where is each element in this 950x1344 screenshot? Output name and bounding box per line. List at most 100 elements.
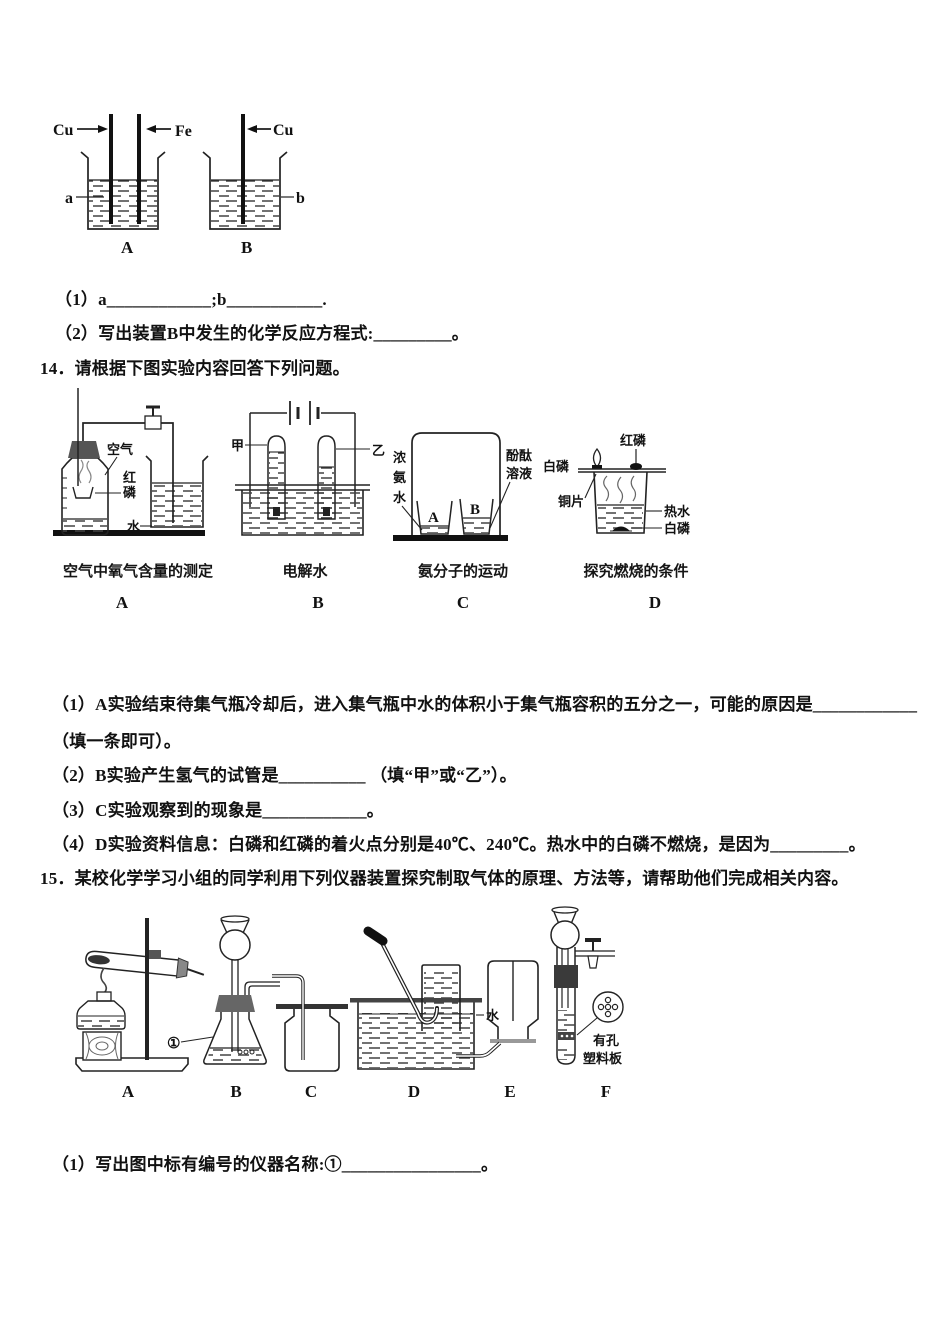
circle-one-label: ① bbox=[167, 1036, 180, 1052]
apparatus-c-letter: C bbox=[304, 1082, 318, 1101]
beaker-a-ammonia: A bbox=[416, 500, 453, 535]
exp-a-diagram: 空气 红 磷 水 bbox=[53, 388, 209, 536]
q14-question-2: （2）B实验产生氢气的试管是__________ （填“甲”或“乙”）。 bbox=[52, 766, 517, 785]
perforated-plate-label: 塑料板 bbox=[583, 1051, 623, 1066]
exp-c-letter: C bbox=[456, 593, 470, 612]
white-phosphorus-lump bbox=[612, 526, 630, 531]
phenolphthalein-label: 酚酞 bbox=[506, 448, 533, 463]
beaker-a bbox=[80, 151, 166, 230]
svg-text:A: A bbox=[428, 510, 439, 526]
conc-ammonia-label: 氨 bbox=[392, 470, 406, 485]
red-phosphorus-lump bbox=[630, 463, 642, 470]
ball-funnel bbox=[219, 915, 251, 961]
solution-a-label: a bbox=[65, 190, 73, 207]
q15-stem: 15．某校化学学习小组的同学利用下列仪器装置探究制取气体的原理、方法等，请帮助他… bbox=[40, 869, 849, 888]
solid-granules bbox=[558, 1010, 575, 1032]
flame-icon bbox=[100, 967, 108, 995]
liquid bbox=[558, 1048, 575, 1060]
apparatus-f: 有孔 塑料板 bbox=[550, 906, 624, 1066]
bottle-lid bbox=[276, 1004, 348, 1009]
arrow-left-icon bbox=[146, 125, 156, 133]
electrode-label-fe: Fe bbox=[175, 123, 192, 140]
arrow-right-icon bbox=[98, 125, 108, 133]
apparatus-d: 水 bbox=[350, 926, 500, 1070]
test-tube-yi bbox=[317, 435, 336, 520]
perforated-plate-label: 有孔 bbox=[593, 1033, 619, 1048]
stand-base bbox=[75, 1057, 189, 1072]
exp-c-caption: 氨分子的运动 bbox=[417, 564, 509, 580]
wood-block bbox=[82, 1031, 122, 1061]
q14-question-1: （1）A实验结束待集气瓶冷却后，进入集气瓶中水的体积小于集气瓶容积的五分之一，可… bbox=[52, 695, 918, 714]
q13-diagram: Cu Fe Cu a b A B bbox=[53, 114, 305, 257]
apparatus-a bbox=[75, 918, 205, 1072]
white-phosphorus-piece bbox=[592, 465, 602, 469]
fe-electrode bbox=[137, 114, 141, 224]
electrode-label-cu-right: Cu bbox=[273, 122, 294, 139]
battery bbox=[250, 401, 355, 425]
electrode-label-cu-left: Cu bbox=[53, 122, 74, 139]
bench-base bbox=[393, 535, 508, 541]
delivery-tube bbox=[244, 981, 280, 995]
flame-icon bbox=[592, 447, 602, 469]
beaker-b-letter: B bbox=[241, 238, 252, 257]
flask-liquid bbox=[207, 1048, 263, 1062]
q13-blank-line-1: （1）a____________;b___________. bbox=[55, 290, 327, 309]
support-shelf bbox=[490, 1039, 536, 1043]
gas-bottle bbox=[61, 457, 109, 536]
copper-sheet-label: 铜片 bbox=[557, 494, 584, 509]
copper-sheet bbox=[578, 468, 666, 473]
apparatus-a-letter: A bbox=[121, 1082, 135, 1101]
erlenmeyer-flask bbox=[203, 1012, 267, 1065]
arrow-left-icon bbox=[247, 125, 257, 133]
q14-question-4: （4）D实验资料信息：白磷和红磷的着火点分别是40℃、240℃。热水中的白磷不燃… bbox=[52, 835, 866, 854]
exp-d-caption: 探究燃烧的条件 bbox=[583, 564, 689, 580]
q13-blank-line-2: （2）写出装置B中发生的化学反应方程式:_________。 bbox=[55, 324, 469, 343]
white-phosphorus-bottom-label: 白磷 bbox=[664, 521, 691, 536]
stopcock bbox=[585, 938, 601, 969]
apparatus-b: ① bbox=[167, 915, 280, 1065]
apparatus-e-letter: E bbox=[504, 1082, 516, 1101]
conc-ammonia-label: 水 bbox=[393, 490, 407, 505]
q14-question-1b: （填一条即可）。 bbox=[52, 732, 182, 751]
perforated-plate bbox=[558, 1032, 575, 1040]
test-tube-horizontal bbox=[85, 950, 205, 979]
rubber-stopper bbox=[554, 965, 578, 988]
q14-stem: 14．请根据下图实验内容回答下列问题。 bbox=[40, 359, 350, 378]
side-tube bbox=[575, 950, 615, 957]
exp-b-caption: 电解水 bbox=[282, 564, 328, 580]
red-phosphorus-label: 红磷 bbox=[620, 433, 647, 448]
test-tube-jia bbox=[267, 435, 286, 520]
trough-rim bbox=[350, 998, 482, 1003]
exp-a-caption: 空气中氧气含量的测定 bbox=[62, 564, 214, 580]
svg-text:B: B bbox=[470, 502, 480, 518]
solution-b-label: b bbox=[296, 190, 305, 207]
hot-water-label: 热水 bbox=[664, 504, 691, 519]
apparatus-d-letter: D bbox=[407, 1082, 421, 1101]
cu-electrode bbox=[109, 114, 113, 224]
test-tube bbox=[556, 947, 576, 1065]
rubber-stopper bbox=[68, 441, 100, 458]
water-trough bbox=[235, 484, 370, 536]
outlet-tube bbox=[456, 1041, 502, 1058]
exp-b-diagram: 甲 乙 bbox=[231, 401, 385, 536]
stand-rod bbox=[145, 918, 149, 1060]
red-phosphorus-label: 磷 bbox=[123, 485, 137, 500]
apparatus-b-letter: B bbox=[230, 1082, 242, 1101]
plate-detail-circle bbox=[592, 991, 624, 1023]
tube-yi-label: 乙 bbox=[372, 443, 385, 458]
hot-water-beaker bbox=[593, 471, 648, 534]
delivery-tube bbox=[82, 422, 174, 523]
measuring-beaker bbox=[145, 455, 209, 528]
exp-c-diagram: A B 浓 氨 水 酚酞 溶液 bbox=[392, 432, 533, 541]
cu-electrode-b bbox=[241, 114, 245, 224]
exp-d-letter: D bbox=[648, 593, 662, 612]
rubber-stopper bbox=[215, 995, 255, 1012]
air-label: 空气 bbox=[107, 442, 133, 457]
valve bbox=[144, 405, 162, 430]
q15-question-1: （1）写出图中标有编号的仪器名称:①________________。 bbox=[52, 1155, 499, 1174]
q14-question-3: （3）C实验观察到的现象是____________。 bbox=[52, 801, 384, 820]
alcohol-lamp bbox=[76, 991, 126, 1030]
inverted-bottle bbox=[421, 964, 461, 1031]
gas-delivery-tube bbox=[363, 926, 439, 1025]
